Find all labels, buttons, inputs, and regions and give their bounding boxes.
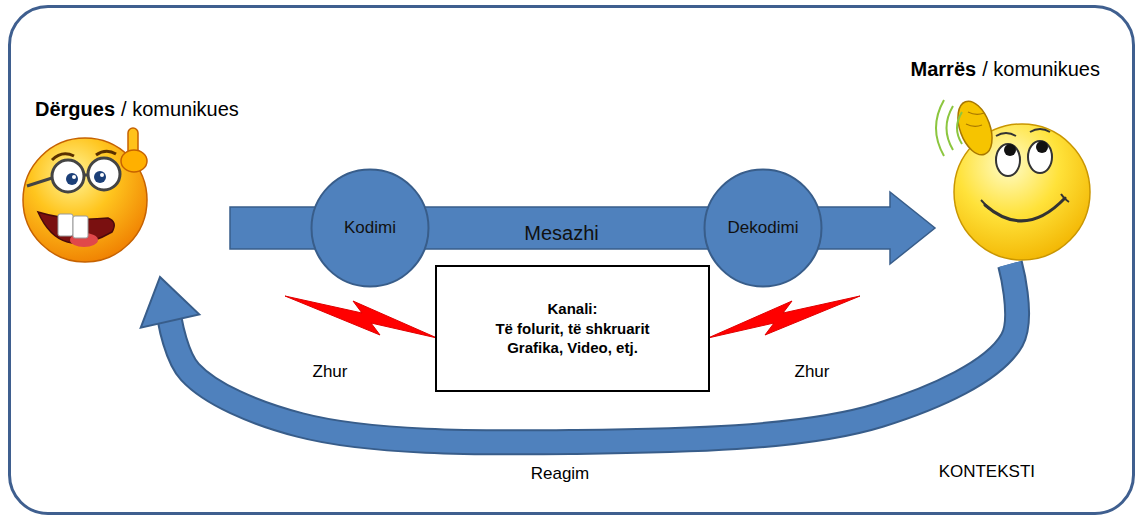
role-title: Marrës: [911, 58, 977, 80]
band-shape: [415, 207, 718, 249]
role-subtitle: / komunikues: [121, 98, 239, 120]
receiver-emoji: [936, 97, 1090, 260]
circle-outline: [312, 170, 429, 287]
band-shape: [808, 192, 935, 264]
circle-outline: [705, 170, 822, 287]
text-holder: Dërgues / komunikues: [35, 98, 239, 121]
feedback-arrow: [141, 264, 1017, 442]
edge-label: Mesazhi: [524, 222, 598, 245]
context-label: KONTEKSTI: [939, 462, 1035, 481]
message-band: [415, 207, 718, 249]
decoding-circle: Dekodimi: [703, 168, 823, 288]
process-label: Dekodimi: [728, 218, 799, 237]
curve-outline: [170, 264, 1017, 442]
message-arrow: [808, 192, 935, 264]
sender-node: Dërgues/ komunikues: [20, 128, 230, 273]
text-holder: Kodimi: [344, 218, 396, 238]
text-holder: Kanali:Të folurit, të shkruarit Grafika,…: [473, 299, 673, 358]
process-label: Kodimi: [344, 218, 396, 237]
text-holder: KONTEKSTI: [939, 462, 1035, 482]
noise-label: Zhur: [795, 362, 830, 382]
edge-label: Reagim: [531, 464, 590, 484]
sender-emoji: [23, 128, 147, 262]
role-title: Dërgues: [35, 98, 115, 120]
channel-list: Të folurit, të shkruarit Grafika, Video,…: [473, 319, 673, 358]
noise-label: Zhur: [313, 362, 348, 382]
context-frame: Dërgues/ komunikuesKodimiDekodimiMarrës/…: [8, 5, 1135, 515]
noise-bolt: [285, 296, 437, 338]
text-holder: Marrës/ komunikues: [911, 58, 1100, 81]
encoding-circle: Kodimi: [310, 168, 430, 288]
channel-box: Kanali:Të folurit, të shkruarit Grafika,…: [435, 265, 710, 392]
channel-heading: Kanali:: [473, 299, 673, 319]
curve-shaft: [170, 264, 1017, 442]
text-holder: Dekodimi: [728, 218, 799, 238]
receiver-node: Marrës/ komunikues: [935, 100, 1105, 270]
arrow-head: [141, 277, 200, 328]
role-subtitle: / komunikues: [982, 58, 1100, 80]
noise-bolt: [708, 296, 860, 338]
